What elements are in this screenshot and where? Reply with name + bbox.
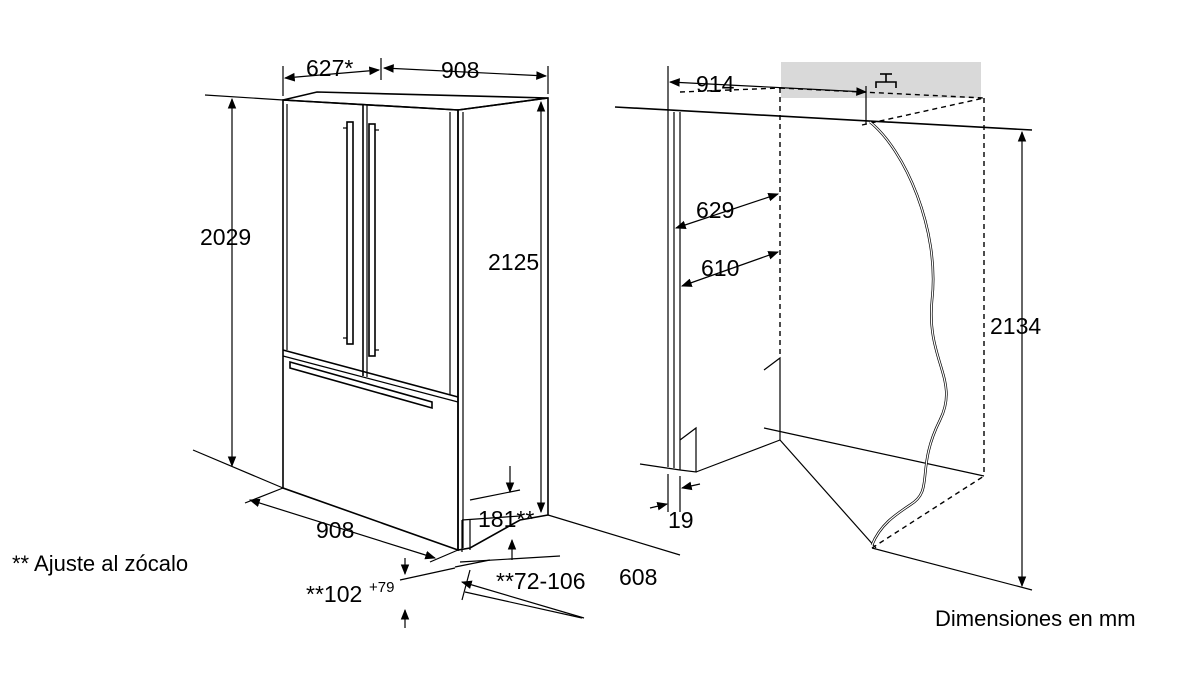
niche-dimension-lines [649, 78, 1033, 591]
fridge-dimension-lines [192, 58, 681, 628]
dim-bottom-width: 908 [316, 517, 354, 543]
dim-height-body: 2029 [200, 224, 251, 250]
dim-bottom-offset: **102 [306, 581, 362, 607]
units-label: Dimensiones en mm [935, 606, 1136, 631]
dim-niche-height: 2134 [990, 313, 1041, 339]
dim-niche-depth-a: 629 [696, 197, 734, 223]
niche-drawing [614, 62, 1033, 549]
footnote: ** Ajuste al zócalo [12, 551, 188, 576]
dim-niche-depth-b: 610 [701, 255, 739, 281]
dim-plinth-range: **72-106 [496, 568, 586, 594]
dim-side-gap: 19 [668, 507, 694, 533]
dim-height-total: 2125 [488, 249, 539, 275]
dim-niche-width: 914 [696, 71, 735, 97]
dim-top-depth: 627* [306, 55, 353, 81]
dim-top-width: 908 [441, 57, 479, 83]
fridge-drawing [282, 91, 549, 552]
dim-bottom-offset-sup: +79 [369, 579, 394, 596]
dim-depth: 608 [619, 564, 657, 590]
dim-plinth-adjust: 181** [478, 506, 534, 532]
